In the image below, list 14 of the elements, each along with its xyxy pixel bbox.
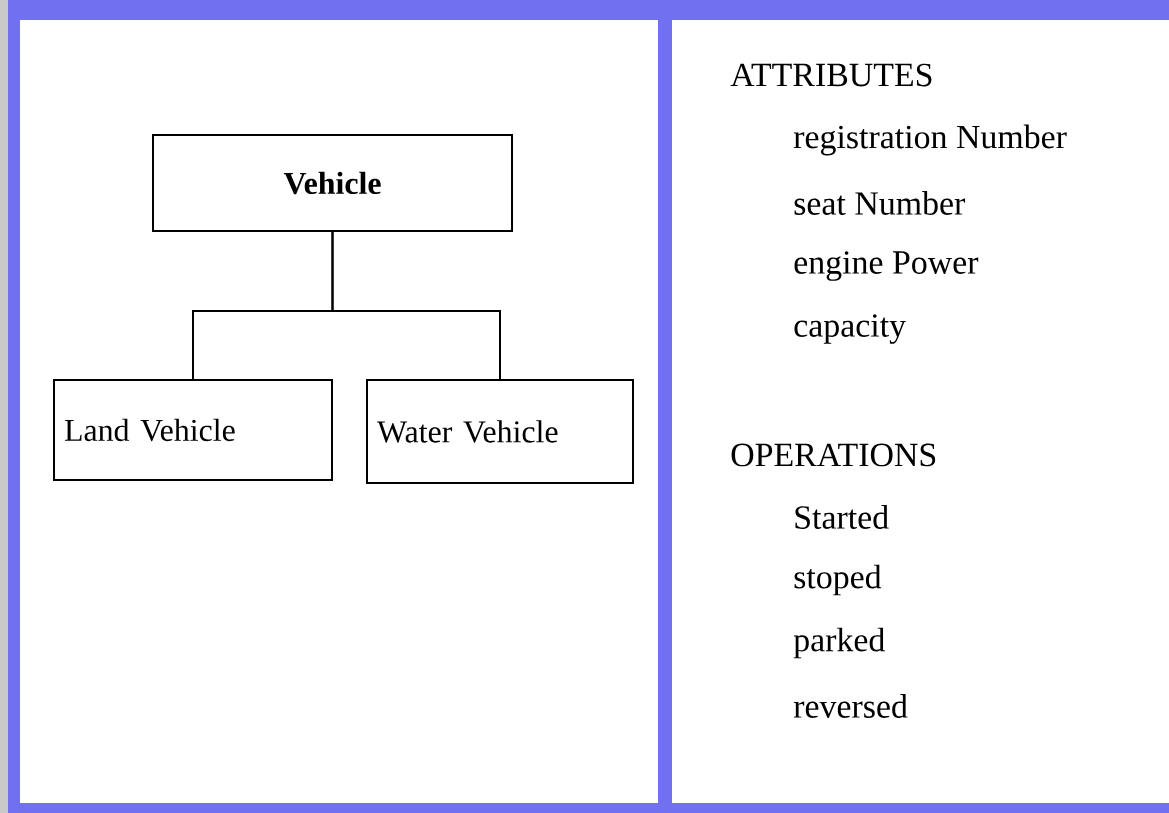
class-box: Vehicle [152, 134, 513, 232]
connector [331, 231, 501, 380]
section-heading: ATTRIBUTES [730, 63, 932, 87]
list-item: capacity [794, 314, 906, 344]
list-item: reversed [793, 694, 908, 718]
section-heading: OPERATIONS [731, 443, 936, 467]
list-item: stoped [794, 564, 882, 596]
list-item: engine Power [794, 251, 979, 281]
class-box: Water Vehicle [366, 379, 634, 484]
list-item: seat Number [794, 191, 966, 215]
list-item: parked [793, 627, 885, 659]
list-item: registration Number [793, 124, 1067, 156]
class-box: Land Vehicle [53, 379, 333, 481]
list-item: Started [795, 505, 889, 529]
